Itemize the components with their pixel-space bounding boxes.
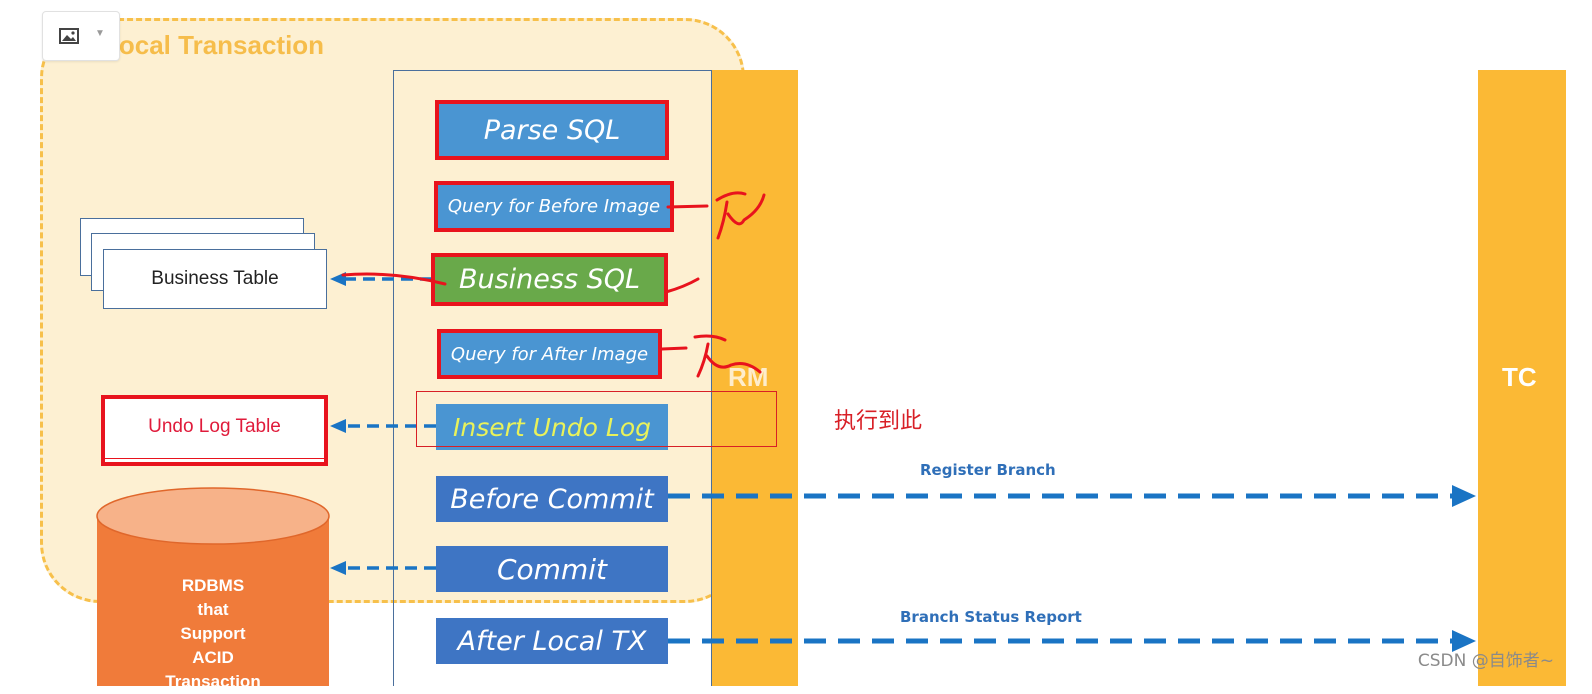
step-commit: Commit (436, 546, 668, 592)
rm-process-frame (393, 70, 712, 686)
step-parse-sql: Parse SQL (435, 100, 669, 160)
annotation-line-business-right (664, 277, 700, 294)
image-toolbar-button[interactable]: ▼ (42, 11, 120, 61)
local-transaction-title: Local Transaction (103, 30, 325, 60)
step-query-before-image: Query for Before Image (434, 181, 674, 232)
annotation-line-business (341, 272, 447, 286)
dashed-arrow-commit (330, 561, 436, 575)
step-query-after-image-label: Query for After Image (450, 343, 649, 365)
watermark: CSDN @自饰者~ (1417, 651, 1554, 671)
business-table: Business Table (103, 249, 327, 309)
execution-highlight-box (416, 391, 777, 447)
branch-status-report-label: Branch Status Report (900, 608, 1082, 626)
rdbms-cylinder (96, 487, 330, 686)
rdbms-line-3: Support (180, 624, 246, 643)
chevron-down-icon: ▼ (95, 28, 105, 39)
step-insert-undo-log: Insert Undo Log (436, 404, 668, 450)
branch-status-report-arrow (668, 630, 1476, 652)
step-before-commit: Before Commit (436, 476, 668, 522)
annotation-mark-1 (666, 191, 766, 240)
step-parse-sql-label: Parse SQL (483, 114, 621, 146)
step-before-commit-label: Before Commit (450, 483, 654, 515)
tc-label: TC (1502, 362, 1537, 392)
rm-bar (712, 70, 798, 686)
step-commit-label: Commit (497, 552, 607, 586)
register-branch-label: Register Branch (920, 461, 1056, 479)
step-query-before-image-label: Query for Before Image (447, 196, 661, 217)
execution-note: 执行到此 (834, 409, 923, 434)
undo-log-table-divider (105, 458, 324, 459)
step-business-sql: Business SQL (431, 253, 668, 306)
step-after-local-tx: After Local TX (436, 618, 668, 664)
rm-label: RM (728, 362, 769, 392)
dashed-arrow-undo (330, 419, 436, 433)
register-branch-arrow (668, 485, 1476, 507)
step-business-sql-label: Business SQL (458, 264, 641, 295)
business-table-label: Business Table (151, 268, 279, 289)
step-insert-undo-log-label: Insert Undo Log (453, 412, 651, 442)
rdbms-line-1: RDBMS (181, 576, 245, 595)
undo-log-table-label: Undo Log Table (148, 416, 281, 437)
undo-log-table: Undo Log Table (101, 395, 328, 466)
step-query-after-image: Query for After Image (437, 329, 662, 379)
rdbms-line-4: ACID (192, 648, 234, 667)
tc-bar (1478, 70, 1566, 686)
rdbms-line-2: that (197, 600, 229, 619)
image-icon (59, 28, 79, 44)
annotation-mark-2 (660, 334, 762, 378)
step-after-local-tx-label: After Local TX (457, 625, 647, 657)
